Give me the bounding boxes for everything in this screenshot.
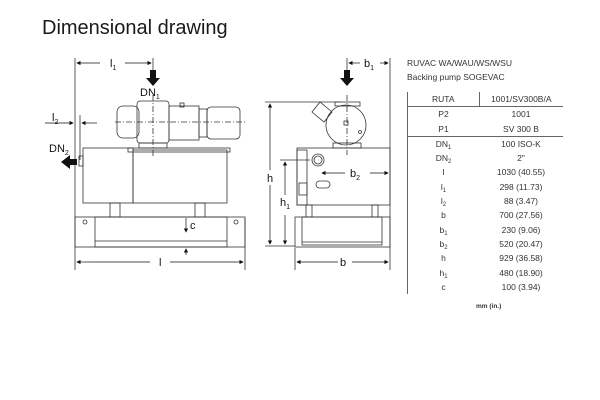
row-value: 1030 (40.55) xyxy=(496,167,546,178)
row-value: 929 (36.58) xyxy=(499,253,543,264)
dn2-label: DN2 xyxy=(49,143,69,157)
row-value: 700 (27.56) xyxy=(499,210,543,221)
unit-note: mm (in.) xyxy=(476,303,502,310)
table-row: l2 88 (3.47) xyxy=(408,194,563,208)
dim-b-label: b xyxy=(340,257,346,269)
dim-l2-label: l2 xyxy=(52,112,58,126)
caption-line1: RUVAC WA/WAU/WS/WSU xyxy=(407,58,512,68)
table-row: b 700 (27.56) xyxy=(408,208,563,222)
row-label: DN2 xyxy=(435,153,452,166)
inlet-arrow-end-icon xyxy=(340,70,354,86)
base-frame xyxy=(74,216,246,248)
motor xyxy=(206,106,241,140)
oil-box xyxy=(82,147,134,204)
row-label: c xyxy=(441,281,446,292)
table-row: P2 1001 xyxy=(408,107,563,121)
row-label: P2 xyxy=(438,109,449,120)
dim-h1-label: h1 xyxy=(280,197,290,211)
row-label: h xyxy=(441,253,446,264)
dim-c-label: c xyxy=(190,220,196,232)
row-value: 88 (3.47) xyxy=(503,196,539,207)
row-value: 480 (18.90) xyxy=(499,267,543,278)
row-value: 100 (3.94) xyxy=(501,281,541,292)
row-label: b2 xyxy=(439,238,448,251)
page-title: Dimensional drawing xyxy=(42,17,228,39)
table-row: h 929 (36.58) xyxy=(408,251,563,265)
table-header: RUTA 1001/SV300B/A xyxy=(408,92,563,108)
row-value: 1001 xyxy=(511,109,531,120)
dim-l-label: l xyxy=(159,257,161,269)
dim-l1-label: l1 xyxy=(110,58,116,72)
backing-pump-body xyxy=(132,149,228,204)
row-label: b xyxy=(441,210,446,221)
dn1-label: DN1 xyxy=(140,87,160,101)
row-value: 230 (9.06) xyxy=(501,224,541,235)
outlet-arrow-icon xyxy=(61,155,77,169)
dim-rows: DN1 100 ISO-K DN2 2" l 1030 (40.55) l1 298 (11.… xyxy=(408,137,563,294)
table-row: l1 298 (11.73) xyxy=(408,180,563,194)
table-row: DN2 2" xyxy=(408,151,563,165)
table-row: DN1 100 ISO-K xyxy=(408,137,563,151)
row-value: SV 300 B xyxy=(503,123,539,134)
side-view xyxy=(74,58,246,270)
inlet-arrow-icon xyxy=(146,70,160,86)
row-label: l xyxy=(442,167,445,178)
table-row: P1 SV 300 B xyxy=(408,122,563,136)
dim-b2-label: b2 xyxy=(350,168,360,182)
end-view xyxy=(265,58,391,270)
roots-end xyxy=(325,104,367,146)
row-value: 298 (11.73) xyxy=(499,181,543,192)
table-row: c 100 (3.94) xyxy=(408,280,563,294)
backing-pump-end xyxy=(296,147,391,206)
row-label: P1 xyxy=(438,123,449,134)
row-label: DN1 xyxy=(435,138,452,151)
row-label: l2 xyxy=(440,196,447,209)
caption-line2: Backing pump SOGEVAC xyxy=(407,72,505,82)
table-row: b2 520 (20.47) xyxy=(408,237,563,251)
row-value: 100 ISO-K xyxy=(501,138,541,149)
row-label: b1 xyxy=(439,224,448,237)
table-row: l 1030 (40.55) xyxy=(408,165,563,179)
row-value: 520 (20.47) xyxy=(499,238,543,249)
dim-b1-label: b1 xyxy=(364,58,374,72)
table-row: h1 480 (18.90) xyxy=(408,266,563,280)
dim-h-label: h xyxy=(267,173,273,185)
table-row: b1 230 (9.06) xyxy=(408,223,563,237)
row-label: h1 xyxy=(439,267,448,280)
row-value: 2" xyxy=(517,153,525,164)
row-label: l1 xyxy=(440,181,447,194)
